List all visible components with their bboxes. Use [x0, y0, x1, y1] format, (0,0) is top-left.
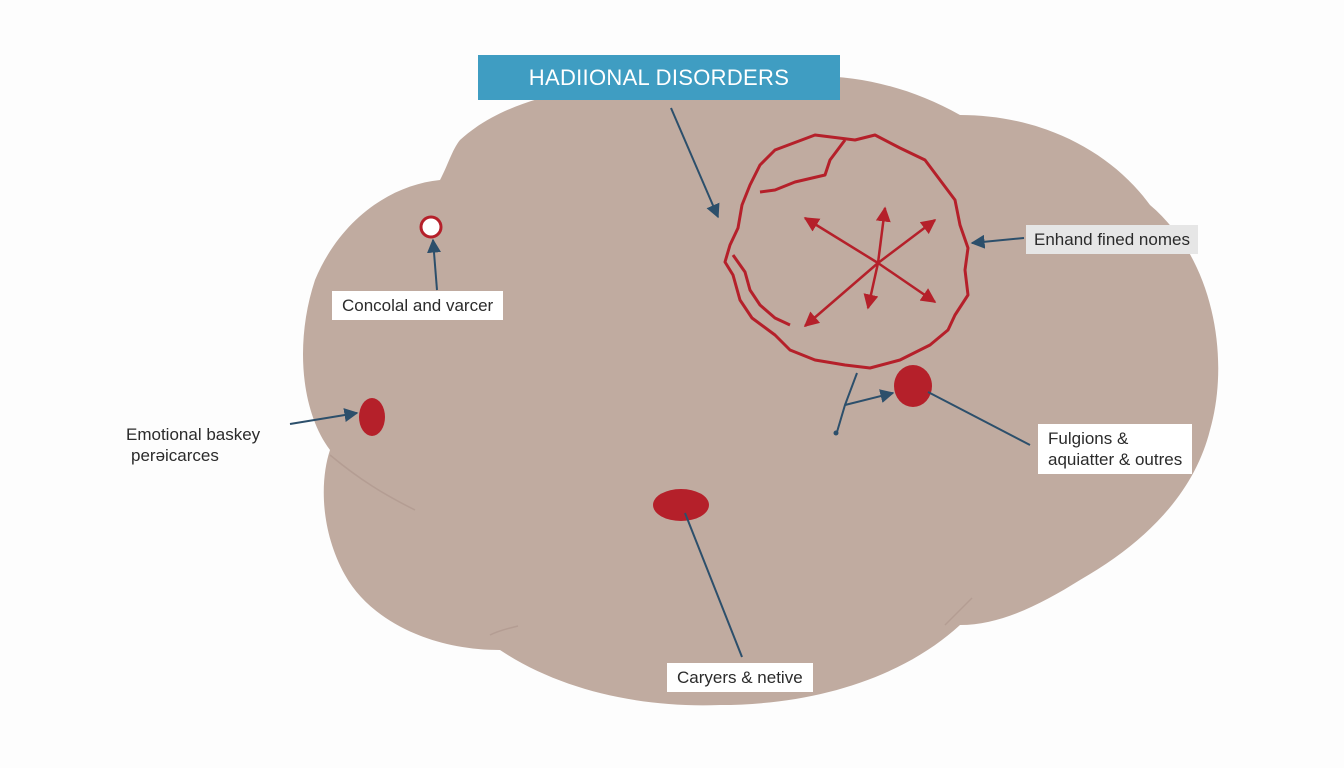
red-spot-left [359, 398, 385, 436]
blob-fold [329, 454, 416, 511]
label-right-line1: Fulgions & [1048, 429, 1129, 448]
small-connector-arrow [844, 389, 895, 406]
label-bottom: Caryers & netive [667, 663, 813, 692]
label-top-left-text: Concolal and varcer [342, 296, 494, 315]
diagram-title: HADIIONAL DISORDERS [478, 55, 840, 100]
hollow-marker [419, 215, 443, 239]
label-top-left: Concolal and varcer [332, 291, 504, 320]
label-right-line2: aquiatter & outres [1048, 450, 1183, 469]
inner-red-arrow [863, 262, 880, 310]
inner-red-arrow [877, 261, 937, 304]
connector-dot [833, 430, 839, 436]
right-arrow [927, 391, 1031, 446]
label-left-line2: perəicarces [131, 446, 219, 465]
red-spot-right [894, 365, 932, 407]
title-arrow [670, 107, 720, 219]
label-right-top-text: Enhand fined nomes [1034, 230, 1190, 249]
inner-red-arrow [875, 206, 891, 264]
inner-red-arrow [803, 262, 879, 327]
left-arrow [289, 408, 359, 425]
lesion-inner-crack [759, 139, 847, 194]
label-right-top: Enhand fined nomes [1026, 225, 1198, 254]
blob-fold [944, 597, 973, 626]
brain-blob [303, 76, 1219, 706]
inner-red-arrow [803, 216, 879, 265]
lesion-inner-crack [731, 254, 791, 327]
label-right: Fulgions & aquiatter & outres [1038, 424, 1193, 474]
blob-fold [489, 625, 519, 636]
bottom-arrow [684, 512, 743, 658]
label-left-line1: Emotional baskey [126, 425, 261, 444]
inner-red-arrow [877, 219, 937, 264]
right-top-arrow [970, 234, 1025, 249]
lesion-outline [723, 133, 970, 370]
label-bottom-text: Caryers & netive [677, 668, 803, 687]
label-left: Emotional baskey perəicarces [126, 424, 260, 466]
red-spot-bottom [653, 489, 709, 521]
top-left-arrow [427, 238, 441, 291]
